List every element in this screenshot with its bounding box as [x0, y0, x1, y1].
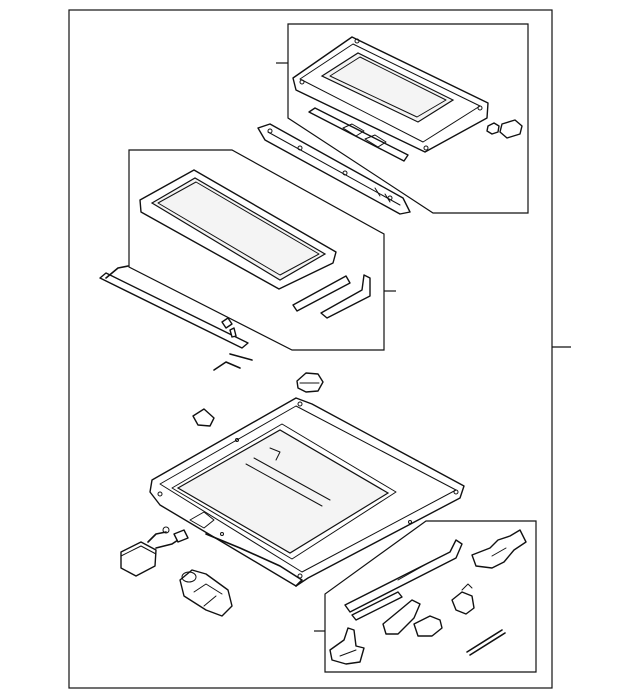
sunshade-group-box [287, 23, 529, 214]
glass-panel-group [128, 149, 396, 351]
sunshade-clip-small [486, 122, 500, 135]
guide-rail-group-box [324, 520, 537, 673]
clip-pin-1 [221, 317, 233, 329]
guide-rail-group [314, 520, 537, 673]
guide-lifter-front [329, 627, 365, 665]
glass-panel-group-box [128, 149, 385, 351]
sunshade-group [276, 23, 529, 214]
frame-bracket [192, 408, 215, 427]
guide-mechanism-right [451, 591, 475, 615]
guide-bracket-right [471, 529, 527, 569]
guide-rail-short [351, 591, 403, 621]
guide-mechanism-left [382, 599, 421, 635]
guide-mechanism-center [413, 615, 443, 637]
sunroof-frame [149, 397, 465, 587]
outer-frame [68, 9, 553, 689]
guide-rail-long [344, 539, 463, 613]
drive-motor [179, 569, 233, 617]
motor-harness [120, 526, 189, 577]
glass-trim-left [292, 275, 351, 312]
sunshade-clip-large [499, 119, 523, 139]
glass-trim-right [320, 274, 371, 319]
front-deflector [257, 123, 411, 215]
clip-pin-2 [229, 327, 237, 338]
guide-cable [466, 629, 503, 653]
drain-tube-side-rail [99, 265, 253, 371]
sunshade-opening [320, 52, 455, 123]
